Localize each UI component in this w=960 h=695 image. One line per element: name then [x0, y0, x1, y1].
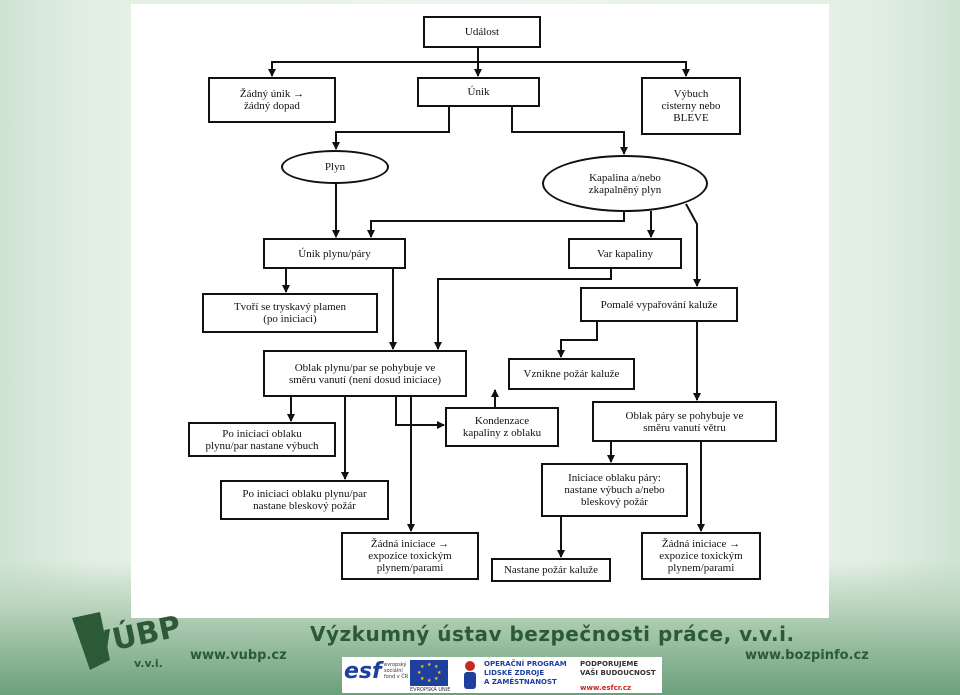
node-iniciace-oblaku: Iniciace oblaku páry: nastane výbuch a/n… [541, 463, 688, 517]
node-kapalina: Kapalina a/nebo zkapalněný plyn [542, 155, 708, 212]
arrow-kapalina-unikplynu [367, 211, 625, 238]
flowchart-connectors [268, 48, 705, 558]
op-program-text: OPERAČNÍ PROGRAM LIDSKÉ ZDROJE A ZAMĚSTN… [484, 660, 567, 686]
node-zadny-unik: Žádný únik → žádný dopad [208, 77, 336, 123]
node-unik: Únik [417, 77, 540, 107]
institute-title: Výzkumný ústav bezpečnosti práce, v.v.i. [310, 622, 795, 646]
node-po-iniciaci-vybuch: Po iniciaci oblaku plynu/par nastane výb… [188, 422, 336, 457]
url-vubp-link[interactable]: www.vubp.cz [190, 648, 287, 663]
node-vznikne-pozar: Vznikne požár kaluže [508, 358, 635, 390]
url-bozpinfo-link[interactable]: www.bozpinfo.cz [745, 648, 869, 663]
node-tryskavy: Tvoří se tryskavý plamen (po iniciaci) [202, 293, 378, 333]
flowchart-canvas: Událost Žádný únik → žádný dopad Únik Vý… [131, 4, 829, 618]
eu-flag-icon: ★ ★ ★ ★ ★ ★ ★ ★ [410, 660, 448, 686]
node-oblak-plynu: Oblak plynu/par se pohybuje ve směru van… [263, 350, 467, 397]
op-person-icon [464, 661, 476, 689]
node-nastane-pozar: Nastane požár kaluže [491, 558, 611, 582]
support-url-link[interactable]: www.esfcr.cz [580, 684, 632, 692]
arrow-unik-kapalina [511, 107, 628, 155]
eu-caption: EVROPSKÁ UNIE [410, 687, 451, 693]
arrow-kapalina-pomale [685, 203, 701, 287]
arrow-var-oblak [434, 269, 612, 350]
vubp-logo-icon: VÚBP [72, 610, 184, 670]
logo-subtitle: v.v.i. [134, 657, 163, 670]
node-udalost: Událost [423, 16, 541, 48]
node-vybuch: Výbuch cisterny nebo BLEVE [641, 77, 741, 135]
node-zadna-iniciace-2: Žádná iniciace → expozice toxickým plyne… [641, 532, 761, 580]
arrow-pomale-pozar [557, 322, 598, 358]
arrow-udalost-zadny [268, 48, 479, 77]
node-plyn: Plyn [281, 150, 389, 184]
esf-caption: evropský sociální fond v ČR [384, 662, 409, 680]
sponsor-strip [342, 657, 662, 693]
esf-logo: esf [344, 659, 382, 684]
arrow-oblak-kondenzace [395, 397, 445, 429]
arrow-udalost-vybuch [478, 61, 690, 77]
node-oblak-pary: Oblak páry se pohybuje ve směru vanutí v… [592, 401, 777, 442]
node-var-kapaliny: Var kapaliny [568, 238, 682, 269]
support-text: PODPORUJEME VAŠI BUDOUCNOST [580, 660, 656, 677]
node-kondenzace: Kondenzace kapaliny z oblaku [445, 407, 559, 447]
node-unik-plynu: Únik plynu/páry [263, 238, 406, 269]
node-pomale: Pomalé vypařování kaluže [580, 287, 738, 322]
node-po-iniciaci-pozar: Po iniciaci oblaku plynu/par nastane ble… [220, 480, 389, 520]
node-zadna-iniciace-1: Žádná iniciace → expozice toxickým plyne… [341, 532, 479, 580]
arrow-unik-plyn [332, 107, 450, 150]
